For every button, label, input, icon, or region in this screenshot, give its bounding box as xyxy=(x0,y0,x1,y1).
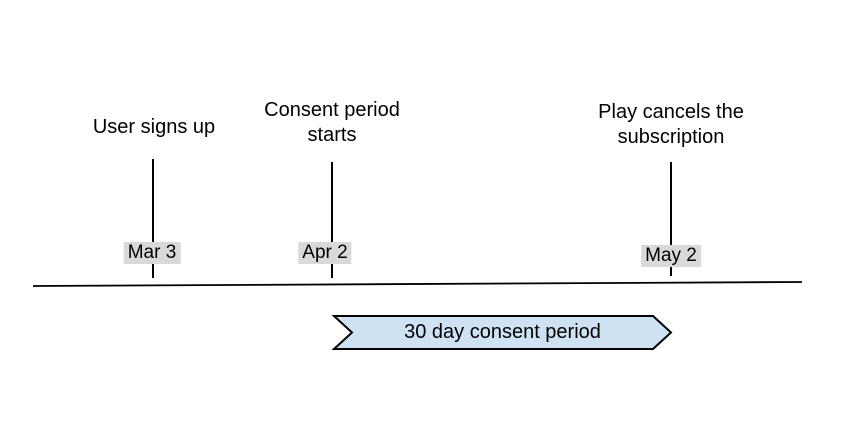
event-tick-mar3 xyxy=(152,159,154,278)
date-badge-mar3: Mar 3 xyxy=(123,242,181,264)
event-label-consent-period-starts: Consent period starts xyxy=(264,99,400,146)
date-badge-apr2: Apr 2 xyxy=(298,242,352,264)
event-label-user-signs-up: User signs up xyxy=(92,116,216,138)
consent-period-banner-shape xyxy=(331,315,673,350)
date-badge-may2: May 2 xyxy=(641,245,701,267)
event-tick-may2 xyxy=(670,162,672,276)
timeline-axis-line xyxy=(32,281,803,287)
event-label-play-cancels-subscription: Play cancels the subscription xyxy=(598,101,744,148)
event-tick-apr2 xyxy=(331,162,333,278)
consent-period-banner-label: 30 day consent period xyxy=(404,321,601,343)
